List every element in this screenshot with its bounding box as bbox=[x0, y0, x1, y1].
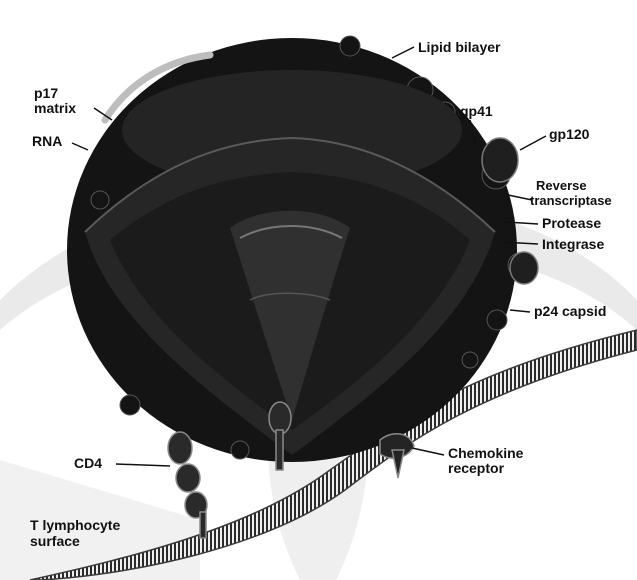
label-reverse-line2: transcriptase bbox=[530, 193, 612, 208]
label-tcell-line1: T lymphocyte bbox=[30, 518, 120, 533]
chemokine-receptor-icon bbox=[380, 434, 414, 478]
label-p24-capsid: p24 capsid bbox=[534, 304, 606, 319]
label-p17-line1: p17 bbox=[34, 86, 58, 101]
label-gp41: gp41 bbox=[460, 104, 493, 119]
label-lipid-bilayer: Lipid bilayer bbox=[418, 40, 500, 55]
label-gp120: gp120 bbox=[549, 127, 589, 142]
label-reverse-line1: Reverse bbox=[536, 178, 587, 193]
label-integrase: Integrase bbox=[542, 237, 604, 252]
label-chemokine-line1: Chemokine bbox=[448, 446, 523, 461]
label-tcell-line2: surface bbox=[30, 534, 80, 549]
label-protease: Protease bbox=[542, 216, 601, 231]
label-cd4: CD4 bbox=[74, 456, 102, 471]
label-p17-line2: matrix bbox=[34, 101, 76, 116]
label-chemokine-line2: receptor bbox=[448, 461, 504, 476]
label-rna: RNA bbox=[32, 134, 62, 149]
